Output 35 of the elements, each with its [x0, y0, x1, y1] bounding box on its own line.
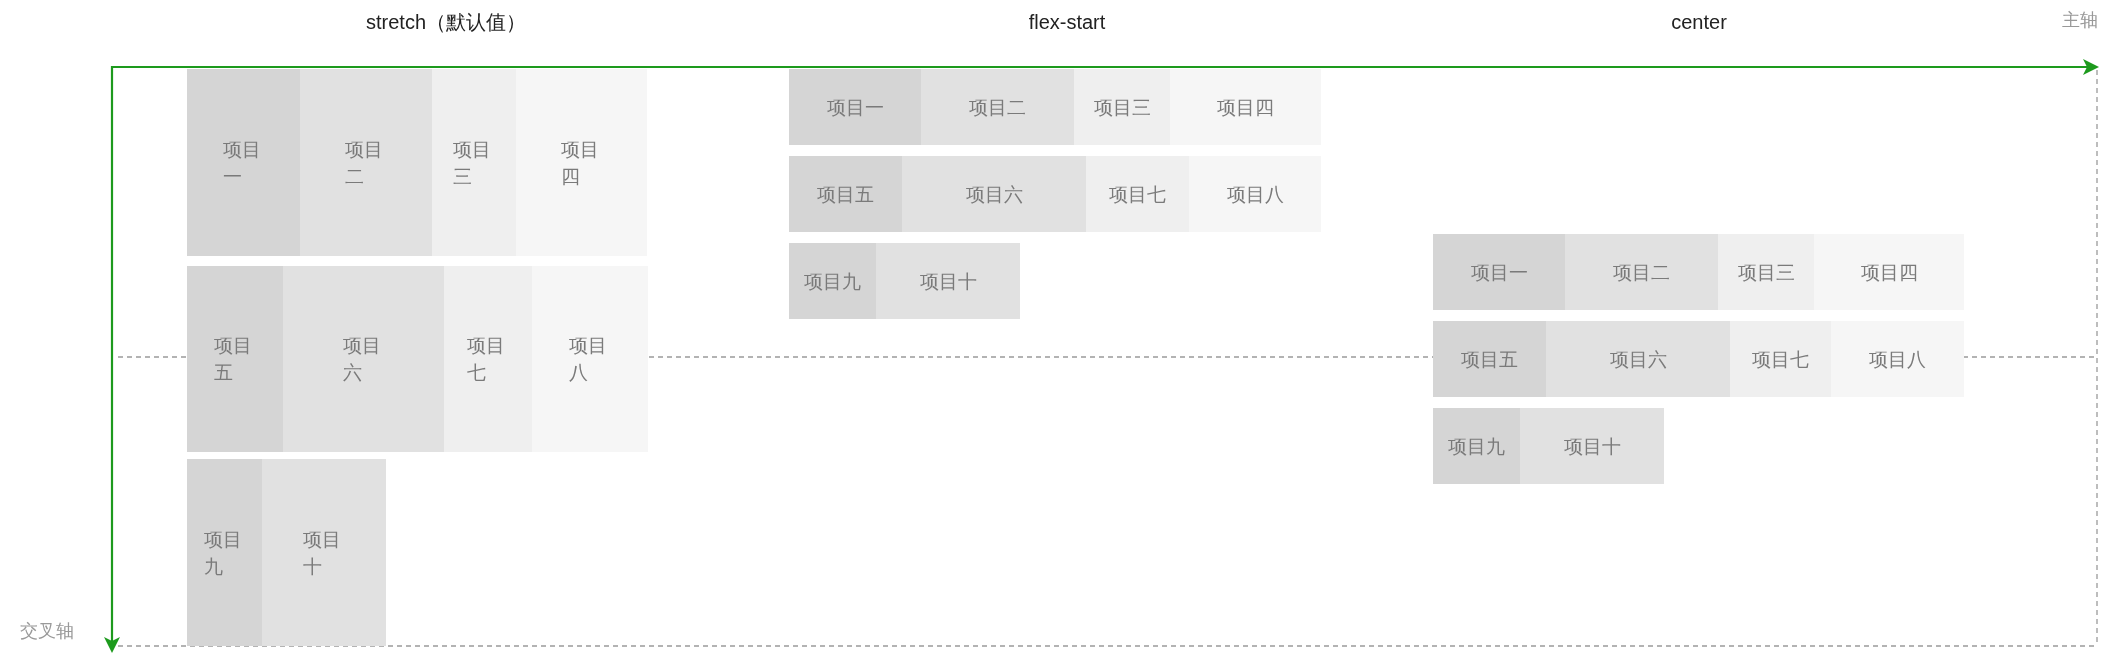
item-box: 项目二	[921, 69, 1074, 145]
item-box: 项目二	[1565, 234, 1718, 310]
item-box: 项目六	[1546, 321, 1730, 397]
item-box: 项目三	[1074, 69, 1170, 145]
item-box: 项目十	[1520, 408, 1664, 484]
item-box: 项目四	[1170, 69, 1321, 145]
item-box: 项目六	[902, 156, 1086, 232]
item-box: 项目十	[876, 243, 1020, 319]
panel-title: center	[1671, 10, 1727, 34]
item-box: 项目七	[444, 266, 532, 452]
item-box: 项目二	[300, 69, 432, 256]
item-box: 项目一	[1433, 234, 1565, 310]
axis-label: 主轴	[2062, 10, 2098, 32]
item-box: 项目九	[187, 459, 262, 646]
item-box: 项目七	[1086, 156, 1189, 232]
panel-title: stretch（默认值）	[366, 10, 526, 34]
item-box: 项目一	[789, 69, 921, 145]
item-box: 项目八	[1831, 321, 1964, 397]
item-box: 项目四	[516, 69, 647, 256]
item-box: 项目五	[789, 156, 902, 232]
item-box: 项目七	[1730, 321, 1831, 397]
item-box: 项目九	[1433, 408, 1520, 484]
item-box: 项目九	[789, 243, 876, 319]
item-box: 项目一	[187, 69, 300, 256]
item-box: 项目六	[283, 266, 444, 452]
item-box: 项目四	[1814, 234, 1964, 310]
item-box: 项目十	[262, 459, 386, 646]
item-box: 项目五	[1433, 321, 1546, 397]
panel-title: flex-start	[1028, 10, 1106, 34]
item-box: 项目三	[1718, 234, 1814, 310]
item-box: 项目八	[532, 266, 648, 452]
item-box: 项目三	[432, 69, 516, 256]
item-box: 项目八	[1189, 156, 1321, 232]
axis-label: 交叉轴	[20, 621, 74, 643]
item-box: 项目五	[187, 266, 283, 452]
